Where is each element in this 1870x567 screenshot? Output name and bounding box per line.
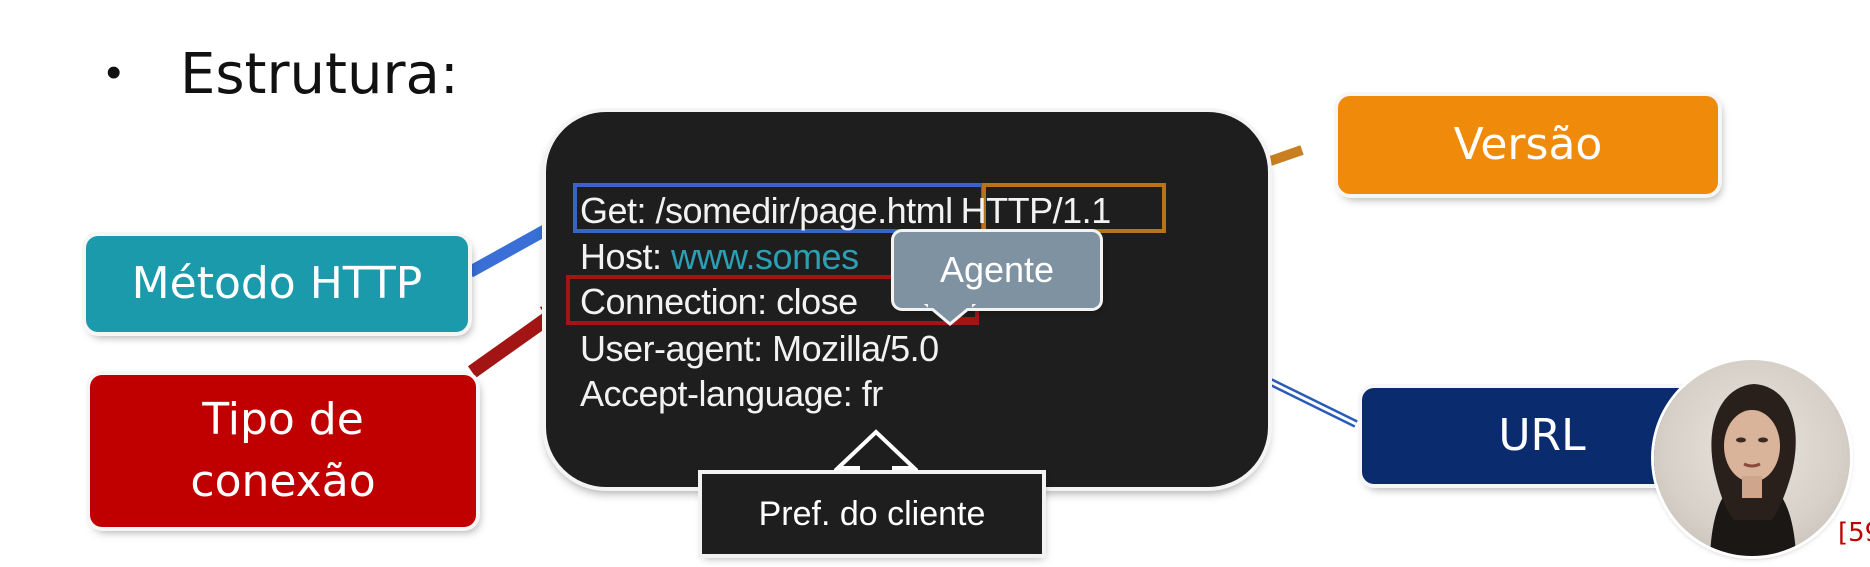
versao-box: Versão [1338, 96, 1718, 194]
presenter-webcam [1654, 360, 1850, 556]
pref-label: Pref. do cliente [758, 494, 986, 533]
presenter-silhouette-icon [1710, 384, 1796, 556]
versao-label: Versão [1453, 119, 1603, 171]
agente-label: Agente [939, 249, 1055, 290]
request-line-2: Host: www.somes [580, 236, 859, 278]
pref-up-arrow [834, 429, 918, 480]
url-label: URL [1498, 410, 1586, 462]
tipo-label-line2: conexão [190, 456, 376, 507]
agente-callout: Agente [894, 232, 1100, 308]
agente-pointer [923, 304, 977, 326]
connection-highlight-tail [945, 317, 975, 321]
metodo-http-box: Método HTTP [86, 236, 468, 332]
tipo-conexao-box: Tipo de conexão [90, 375, 476, 527]
metodo-http-label: Método HTTP [131, 258, 423, 310]
tipo-label-line1: Tipo de [202, 394, 364, 446]
version-highlight [982, 183, 1166, 233]
method-path-text: Get: /somedir/page.html [580, 190, 953, 231]
request-line-5: Accept-language: fr [580, 373, 883, 414]
request-line-4: User-agent: Mozilla/5.0 [580, 328, 939, 369]
pref-cliente-box: Pref. do cliente [702, 474, 1042, 554]
host-label: Host: [580, 236, 672, 277]
version-text: HTTP/1.1 [960, 190, 1112, 231]
slide-heading: Estrutura: [180, 42, 459, 107]
request-line-3: Connection: close [580, 281, 858, 322]
bullet: • [106, 48, 122, 97]
page-reference: [59 [1838, 518, 1870, 548]
host-value: www.somes [671, 236, 859, 277]
